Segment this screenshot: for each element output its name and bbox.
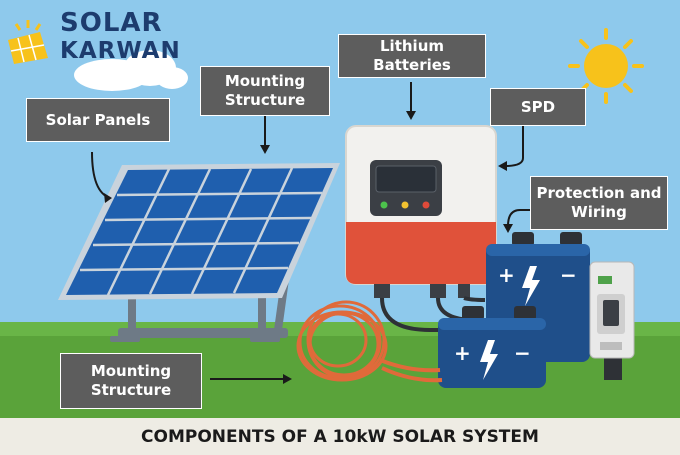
label-lithium-batteries: Lithium Batteries	[338, 34, 486, 78]
solar-panel	[58, 163, 340, 300]
svg-text:−: −	[560, 263, 577, 287]
sun-icon	[568, 28, 644, 104]
label-solar-panels-text: Solar Panels	[45, 110, 151, 129]
cable-coil	[296, 300, 443, 383]
label-mounting-structure-bottom-text: Mounting Structure	[90, 362, 172, 399]
svg-text:+: +	[498, 263, 515, 287]
svg-text:−: −	[514, 341, 531, 365]
breaker-device	[589, 261, 635, 380]
label-spd: SPD	[490, 88, 586, 126]
logo-icon	[8, 20, 48, 64]
label-protection-wiring-text: Protection and Wiring	[536, 184, 662, 221]
label-mounting-structure-bottom: Mounting Structure	[60, 353, 202, 409]
logo-line2: KARWAN	[60, 38, 181, 64]
svg-text:+: +	[454, 341, 471, 365]
diagram-caption: COMPONENTS OF A 10kW SOLAR SYSTEM	[0, 418, 680, 455]
label-mounting-structure-top: Mounting Structure	[200, 66, 330, 116]
logo-line1: SOLAR	[60, 8, 163, 38]
label-spd-text: SPD	[520, 97, 556, 116]
label-mounting-structure-top-text: Mounting Structure	[224, 72, 306, 109]
inverter	[345, 125, 497, 298]
cloud	[74, 50, 188, 91]
pointer-arrows	[91, 82, 530, 384]
label-protection-wiring: Protection and Wiring	[530, 176, 668, 230]
label-lithium-batteries-text: Lithium Batteries	[373, 37, 451, 74]
battery-front: + −	[438, 306, 546, 388]
label-solar-panels: Solar Panels	[26, 98, 170, 142]
